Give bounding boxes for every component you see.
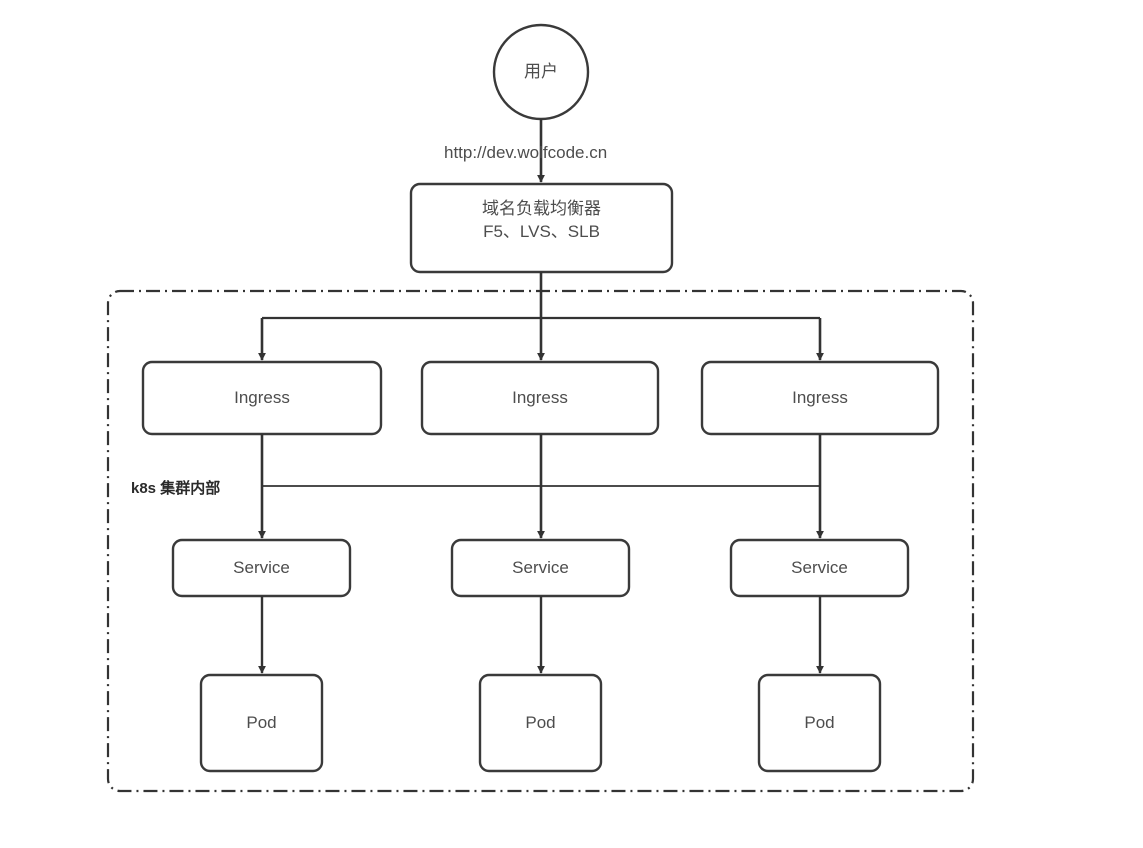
pod-node-shape[interactable] xyxy=(757,673,882,773)
pod-node-shape[interactable] xyxy=(199,673,324,773)
ingress-node-shape[interactable] xyxy=(420,360,660,436)
service-node-shape[interactable] xyxy=(450,538,631,598)
user-node-shape[interactable] xyxy=(492,23,590,121)
service-node-shape[interactable] xyxy=(729,538,910,598)
service-node-shape[interactable] xyxy=(171,538,352,598)
load-balancer-node-shape[interactable] xyxy=(409,182,674,274)
pod-node-shape[interactable] xyxy=(478,673,603,773)
ingress-node-shape[interactable] xyxy=(141,360,383,436)
ingress-node-shape[interactable] xyxy=(700,360,940,436)
